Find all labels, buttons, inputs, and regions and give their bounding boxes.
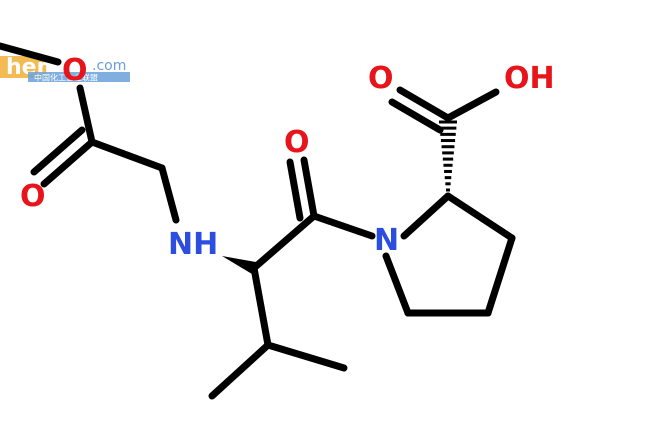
bond-amide-carbonyl-1 bbox=[300, 156, 318, 220]
bond-ch-me2 bbox=[264, 341, 348, 372]
bond-ring-2 bbox=[484, 234, 516, 317]
atom-o-amide: O bbox=[284, 125, 310, 160]
bond-amide-carbonyl-2 bbox=[286, 158, 304, 222]
bond-methyl-o bbox=[0, 42, 62, 66]
bond-o-ester-c bbox=[76, 84, 96, 146]
bond-alpha-amide bbox=[250, 212, 318, 272]
watermark-domain: .com bbox=[92, 58, 126, 74]
bond-amide-n bbox=[310, 212, 376, 240]
bond-ch-me1 bbox=[208, 341, 272, 400]
watermark-subtitle-bar bbox=[28, 72, 130, 82]
bonds bbox=[0, 42, 516, 400]
atom-oh: OH bbox=[504, 61, 555, 96]
bond-ring-4 bbox=[382, 252, 412, 317]
stereo-bonds bbox=[222, 120, 457, 274]
bond-acid-carbonyl-2 bbox=[388, 98, 444, 134]
bond-ester-carbonyl-2 bbox=[30, 126, 86, 176]
bond-acid-carbonyl-1 bbox=[396, 86, 452, 122]
bond-ester-carbonyl-1 bbox=[40, 138, 96, 188]
atom-labels: O O NH O N O OH bbox=[20, 53, 555, 262]
bond-acid-oh bbox=[444, 88, 500, 122]
watermark-subtitle: 中国化工企业联盟 bbox=[34, 73, 98, 83]
atom-o-ester-carbonyl: O bbox=[20, 179, 46, 214]
atom-n-ring: N bbox=[374, 223, 399, 258]
bond-alpha-ch bbox=[250, 264, 272, 349]
bond-ring-1 bbox=[444, 192, 516, 242]
solid-wedge bbox=[222, 256, 256, 274]
watermark-logo: hem960 .com 中国化工企业联盟 bbox=[0, 55, 130, 83]
bond-c-ch2 bbox=[88, 138, 166, 172]
bond-ch2-nh bbox=[158, 164, 180, 224]
atom-o-ester: O bbox=[62, 53, 88, 88]
atom-nh: NH bbox=[168, 227, 218, 262]
bond-n-calpha bbox=[400, 192, 452, 240]
atom-o-acid: O bbox=[368, 61, 394, 96]
